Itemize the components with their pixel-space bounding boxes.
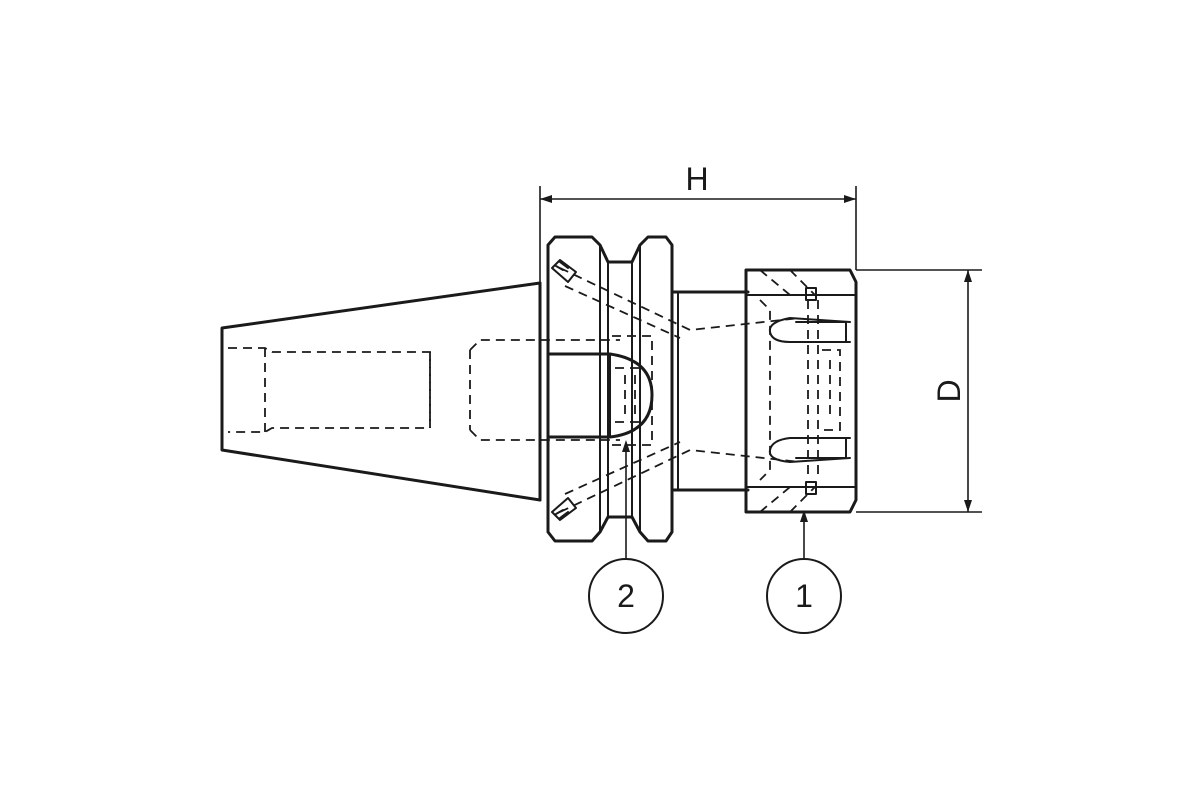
dimension-h-label: H xyxy=(685,161,708,197)
dimension-h: H xyxy=(539,161,857,283)
dimension-d-label: D xyxy=(931,379,967,402)
collet-nut xyxy=(744,268,858,514)
callout-1: 1 xyxy=(766,510,842,634)
callout-2-circle xyxy=(588,558,664,634)
plug-bottom xyxy=(551,497,577,521)
dimension-d: D xyxy=(856,269,982,513)
callout-1-circle xyxy=(766,558,842,634)
callout-1-number: 1 xyxy=(795,578,813,614)
flange xyxy=(538,235,801,543)
taper-shank xyxy=(220,281,620,502)
callout-2: 2 xyxy=(588,440,664,634)
neck xyxy=(670,290,750,492)
plug-top xyxy=(551,259,577,283)
callout-2-number: 2 xyxy=(617,578,635,614)
